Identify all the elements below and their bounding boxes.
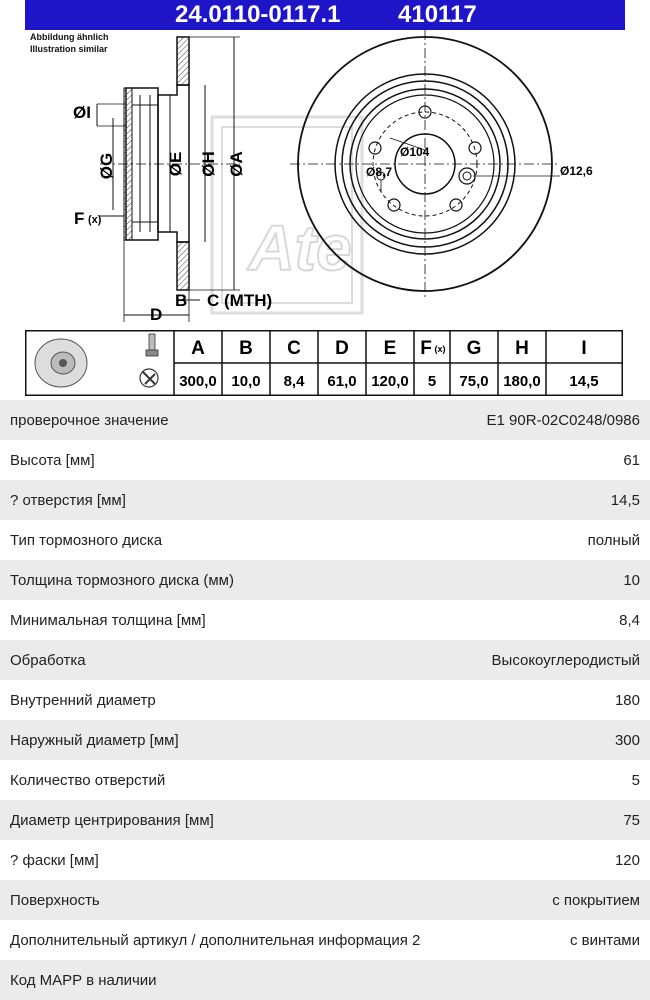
dim-header-g: G (467, 338, 482, 359)
spec-value: Высокоуглеродистый (491, 651, 640, 669)
label-b: B (175, 291, 187, 310)
spec-value: 120 (614, 851, 640, 869)
spec-value: полный (587, 531, 640, 549)
spec-label: Внутренний диаметр (10, 691, 156, 709)
wrench-icon (139, 368, 159, 388)
dim-header-h: H (515, 338, 529, 359)
dim-value-h: 180,0 (503, 373, 541, 390)
label-f-sub: (x) (88, 214, 102, 226)
dim-header-d: D (335, 338, 349, 359)
spec-value: 300 (614, 731, 640, 749)
specifications-table: проверочное значение E1 90R-02C0248/0986… (0, 400, 650, 1000)
part-number: 24.0110-0117.1 (175, 1, 341, 28)
spec-value: с винтами (569, 931, 640, 949)
note-english: Illustration similar (30, 44, 108, 54)
dim-header-e: E (384, 338, 397, 359)
spec-label: Диаметр центрирования [мм] (10, 811, 214, 829)
dim-value-c: 8,4 (284, 373, 306, 390)
dim-value-a: 300,0 (179, 373, 217, 390)
spec-row: Наружный диаметр [мм] 300 (0, 720, 650, 760)
spec-row: Код MAPP в наличии (0, 960, 650, 1000)
spec-label: Код MAPP в наличии (10, 971, 157, 989)
spec-label: Дополнительный артикул / дополнительная … (10, 931, 421, 949)
spec-row: Тип тормозного диска полный (0, 520, 650, 560)
spec-label: ? отверстия [мм] (10, 491, 126, 509)
label-d: D (150, 305, 162, 324)
spec-label: проверочное значение (10, 411, 169, 429)
dim-value-i: 14,5 (569, 373, 598, 390)
ate-watermark-logo: Ate (210, 115, 364, 315)
label-pcd: Ø104 (400, 145, 430, 159)
dim-value-g: 75,0 (459, 373, 488, 390)
disc-drawing-svg: Ate (73, 30, 593, 324)
spec-row: Минимальная толщина [мм] 8,4 (0, 600, 650, 640)
label-c: C (MTH) (207, 291, 272, 310)
label-dia-g: ØG (97, 153, 116, 179)
spec-value: E1 90R-02C0248/0986 (486, 411, 640, 429)
spec-row: Поверхность с покрытием (0, 880, 650, 920)
label-hole-large: Ø12,6 (560, 164, 593, 178)
spec-value: с покрытием (552, 891, 640, 909)
disc-section-view (96, 36, 240, 322)
spec-row: Количество отверстий 5 (0, 760, 650, 800)
spec-value: 14,5 (610, 491, 640, 509)
dim-header-a: A (191, 338, 205, 359)
dimension-table: A B C D E F (x) G H I 300,0 10,0 8,4 61,… (25, 330, 623, 396)
dim-value-e: 120,0 (371, 373, 409, 390)
label-dia-a: ØA (227, 151, 246, 177)
dim-header-c: C (287, 338, 301, 359)
spec-label: Толщина тормозного диска (мм) (10, 571, 234, 589)
spec-label: Высота [мм] (10, 451, 95, 469)
spec-label: Минимальная толщина [мм] (10, 611, 206, 629)
spec-row: Дополнительный артикул / дополнительная … (0, 920, 650, 960)
spec-row: проверочное значение E1 90R-02C0248/0986 (0, 400, 650, 440)
disc-front-view (290, 30, 560, 300)
spec-label: Поверхность (10, 891, 100, 909)
dim-header-b: B (239, 338, 253, 359)
svg-text:Ate: Ate (246, 212, 351, 284)
spec-label: Тип тормозного диска (10, 531, 163, 549)
spec-value: 61 (623, 451, 640, 469)
spec-value: 75 (623, 811, 640, 829)
label-dia-h: ØH (199, 151, 218, 177)
dim-value-b: 10,0 (231, 373, 260, 390)
spec-row: ? фаски [мм] 120 (0, 840, 650, 880)
label-hole-small: Ø8,7 (366, 165, 392, 179)
spec-row: Диаметр центрирования [мм] 75 (0, 800, 650, 840)
spec-label: ? фаски [мм] (10, 851, 99, 869)
bolt-icon (145, 333, 159, 357)
spec-value: 180 (614, 691, 640, 709)
dim-header-f: F (420, 338, 432, 359)
spec-row: Внутренний диаметр 180 (0, 680, 650, 720)
spec-row: Обработка Высокоуглеродистый (0, 640, 650, 680)
spec-value: 5 (631, 771, 640, 789)
header-band (25, 0, 625, 30)
spec-value: 8,4 (619, 611, 640, 629)
catalog-code: 410117 (398, 1, 477, 28)
dim-value-d: 61,0 (327, 373, 356, 390)
dim-value-f: 5 (428, 373, 436, 390)
label-dia-i: ØI (73, 103, 91, 122)
label-f: F (74, 209, 84, 228)
note-german: Abbildung ähnlich (30, 32, 109, 42)
brake-disc-icon (34, 338, 88, 388)
spec-row: ? отверстия [мм] 14,5 (0, 480, 650, 520)
spec-label: Наружный диаметр [мм] (10, 731, 179, 749)
dim-header-f-sub: (x) (435, 344, 446, 354)
spec-value: 10 (623, 571, 640, 589)
spec-label: Количество отверстий (10, 771, 166, 789)
dim-header-i: I (581, 338, 586, 359)
label-dia-e: ØE (166, 152, 185, 177)
spec-row: Толщина тормозного диска (мм) 10 (0, 560, 650, 600)
spec-label: Обработка (10, 651, 86, 669)
spec-row: Высота [мм] 61 (0, 440, 650, 480)
technical-drawing: 24.0110-0117.1 410117 Abbildung ähnlich … (0, 0, 650, 400)
